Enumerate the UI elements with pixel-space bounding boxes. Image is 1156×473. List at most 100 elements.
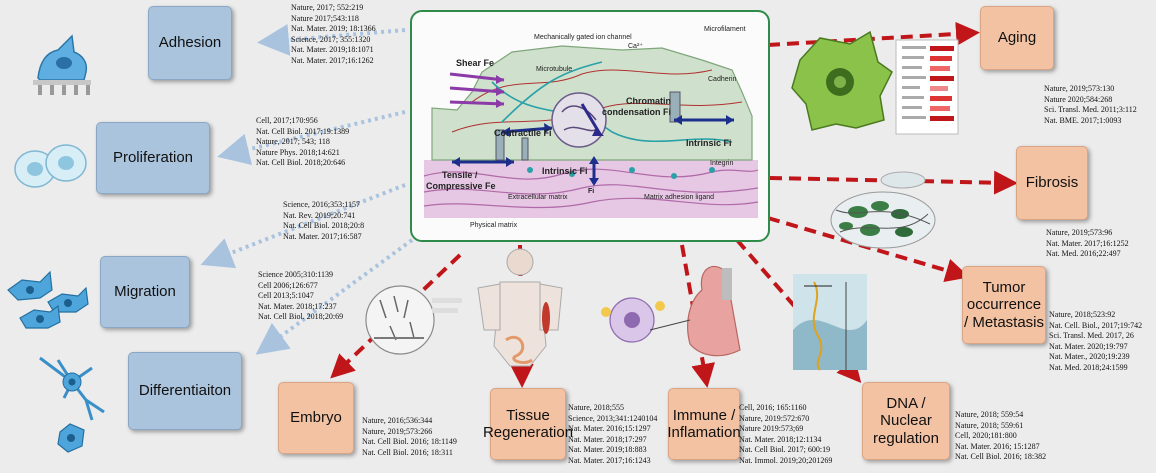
reference-line: Nature 2017;543:118 xyxy=(291,13,359,23)
reference-line: Nat. Mater., 2020;19:239 xyxy=(1049,352,1130,361)
reference-line: Nat. Cell Biol. 2018;20:646 xyxy=(256,158,346,167)
reference-line: Nature, 2017; 552:219 xyxy=(291,3,364,12)
embryo-image xyxy=(365,285,462,355)
reference-line: Nat. Cell Biol. 2017; 600:19 xyxy=(739,445,831,454)
integrin-label: Integrin xyxy=(710,160,734,167)
calcium-label: Ca²⁺ xyxy=(628,43,643,50)
reference-line: Nature 2020;584:268 xyxy=(1044,94,1113,104)
tumor-box: Tumor occurrence / Metastasis xyxy=(962,266,1046,344)
adhesion-ligand-label: Matrix adhesion ligand xyxy=(644,194,715,201)
mechanical-forces-panel: Mechanically gated ion channel Ca²⁺ Micr… xyxy=(410,10,770,242)
proliferation-label: Proliferation xyxy=(112,149,194,167)
reference-line: Nat. Mater. 2017;16:1252 xyxy=(1046,238,1129,248)
reference-line: Nat. BME. 2017;1:0093 xyxy=(1044,115,1122,125)
reference-line: Nat. Mater. 2018;12:1134 xyxy=(739,434,822,444)
reference-line: Nature Phys. 2018;14:621 xyxy=(256,147,340,157)
reference-line: Nat. Mater. 2019;18:1071 xyxy=(291,45,374,54)
reference-line: Nature 2019:573;69 xyxy=(739,424,804,433)
reference-line: Cell, 2020;181:800 xyxy=(955,431,1017,440)
tumor-label-line3: / Metastasis xyxy=(963,313,1045,331)
reference-line: Sci. Transl. Med. 2017, 26 xyxy=(1049,331,1134,340)
differentiation-label: Differentiaiton xyxy=(138,382,232,400)
reference-line: Nat. Cell Biol. 2018;20:69 xyxy=(258,312,344,321)
arrow-to-differentiation xyxy=(255,238,414,355)
reference-line: Nat. Med. 2016;22:497 xyxy=(1046,249,1121,258)
immune-label-line1: Immune / xyxy=(672,406,736,424)
fibrosis-box: Fibrosis xyxy=(1016,146,1088,220)
intrinsic-right-label: Intrinsic Fi xyxy=(686,138,732,148)
neuron-cell-icon xyxy=(39,356,105,453)
reference-line: Nature, 2019:572:670 xyxy=(739,413,810,423)
chromatin-label-2: condensation Fi xyxy=(602,107,672,117)
tensile-label-1: Tensile / xyxy=(442,170,478,180)
reference-line: Science 2005;310:1139 xyxy=(258,270,334,279)
dividing-cell-icon xyxy=(14,144,87,188)
reference-line: Nat. Cell Biol. 2016; 18:311 xyxy=(362,447,453,457)
reference-line: Nat. Mater. 2016; 15:1287 xyxy=(955,441,1040,451)
shear-label: Shear Fe xyxy=(456,58,495,68)
fibrosis-label: Fibrosis xyxy=(1025,174,1079,192)
adherent-cell-icon xyxy=(33,34,91,95)
arrow-to-migration xyxy=(200,183,406,269)
reference-line: Nat. Mater. 2019; 18:1366 xyxy=(291,24,376,33)
reference-line: Nature, 2019;573:266 xyxy=(362,426,433,436)
tumor-label-line1: Tumor xyxy=(982,279,1026,297)
immune-box: Immune / Inflamation xyxy=(667,388,741,460)
reference-line: Nature, 2018; 559:54 xyxy=(955,410,1024,419)
dna-label-line1: DNA / xyxy=(886,395,926,413)
adhesion-box: Adhesion xyxy=(148,6,232,80)
reference-line: Nat. Med. 2018;24:1599 xyxy=(1049,362,1128,372)
cadherin-label: Cadherin xyxy=(708,76,737,83)
reference-line: Nat. Cell. Biol., 2017;19:742 xyxy=(1049,320,1143,330)
migration-label: Migration xyxy=(114,283,176,301)
reference-line: Nature, 2016;536:344 xyxy=(362,416,433,425)
immune-lung-image xyxy=(601,266,741,357)
embryo-box: Embryo xyxy=(278,382,354,454)
reference-line: Nat. Mater. 2017;16:1243 xyxy=(568,455,651,465)
reference-line: Nature, 2018; 559:61 xyxy=(955,420,1024,430)
reference-line: Nat. Immol. 2019;20;201269 xyxy=(739,455,833,465)
arrow-to-proliferation xyxy=(217,110,406,165)
microtubule-label: Microtubule xyxy=(536,66,573,73)
proliferation-box: Proliferation xyxy=(96,122,210,194)
cell-schematic xyxy=(423,45,759,218)
reference-line: Science, 2016;353:1157 xyxy=(283,200,361,209)
reference-line: Nat. Mater. 2017;16:587 xyxy=(283,231,362,241)
reference-line: Cell 2013;5:1047 xyxy=(258,291,314,300)
arrow-to-dna xyxy=(735,238,862,384)
tumor-label-line2: occurrence xyxy=(966,296,1042,314)
reference-line: Nature, 2018;555 xyxy=(568,403,624,412)
dna-label-line3: regulation xyxy=(873,429,939,447)
reference-line: Cell, 2016; 165:1160 xyxy=(739,403,807,412)
reference-line: Science, 2017; 355:1320 xyxy=(291,34,371,44)
dna-box: DNA / Nuclear regulation xyxy=(862,382,950,460)
extracellular-matrix-label: Extracellular matrix xyxy=(508,194,568,201)
migrating-cells-icon xyxy=(7,270,89,329)
physical-matrix-label: Physical matrix xyxy=(470,222,518,229)
reference-line: Nat. Cell Biol. 2016; 18:382 xyxy=(955,452,1047,461)
tensile-label-2: Compressive Fe xyxy=(426,181,496,191)
adhesion-label: Adhesion xyxy=(158,34,222,52)
reference-line: Nature, 2019;573:96 xyxy=(1046,228,1113,237)
migration-box: Migration xyxy=(100,256,190,328)
tissue-regeneration-box: Tissue Regeneration xyxy=(483,388,573,460)
differentiation-box: Differentiaiton xyxy=(128,352,242,430)
fibrosis-tissue-image xyxy=(830,171,936,249)
intrinsic-center-label: Intrinsic Fi xyxy=(542,166,588,176)
reference-line: Nat. Mater. 2018;17:297 xyxy=(568,434,647,444)
reference-line: Nature, 2017; 543; 118 xyxy=(256,137,330,146)
contractile-label: Contractile Fi xyxy=(494,128,552,138)
reference-line: Nature, 2019;573:130 xyxy=(1044,84,1115,93)
reference-line: Nat. Mater. 2016;15:1297 xyxy=(568,424,651,433)
